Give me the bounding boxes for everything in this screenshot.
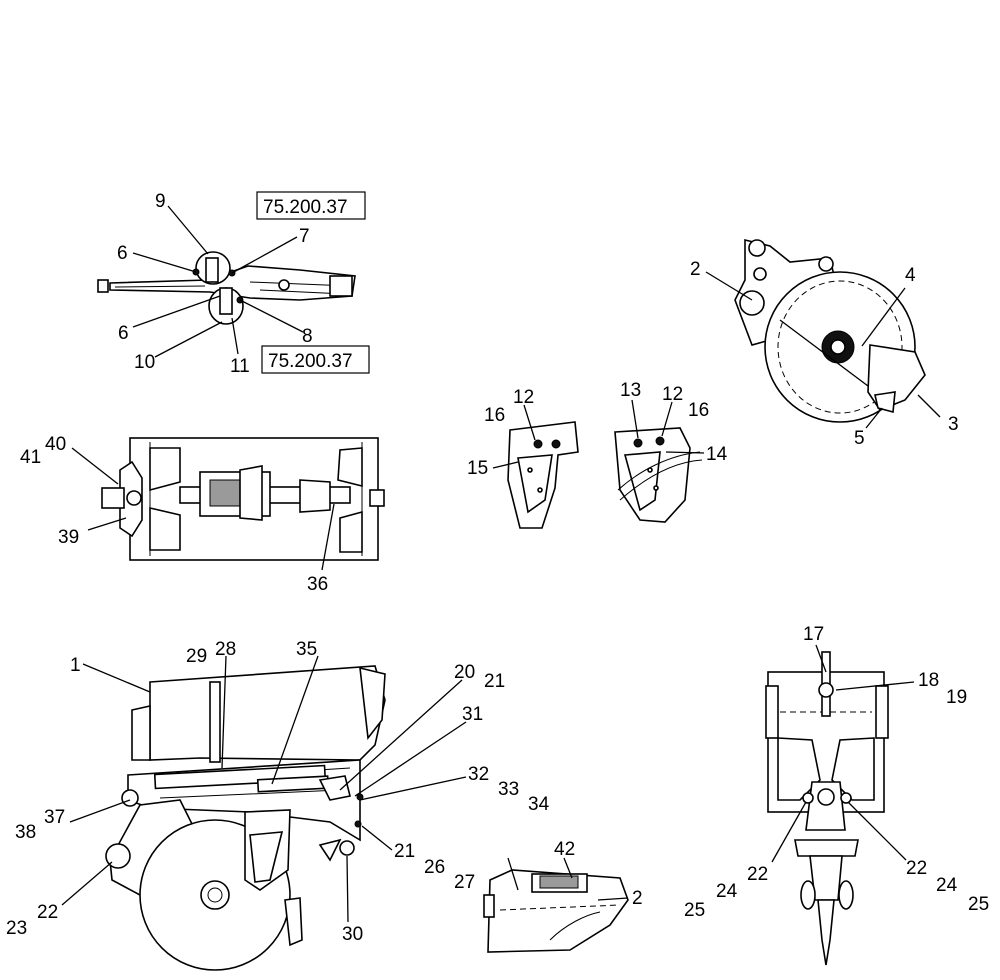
disc-wheel-assembly xyxy=(734,238,926,423)
callout-23: 23 xyxy=(6,918,27,939)
scraper-right xyxy=(614,427,703,523)
leader-lines-middle-left xyxy=(71,447,335,571)
callout-18: 18 xyxy=(918,670,939,691)
callout-33: 33 xyxy=(498,779,519,800)
reference-box-top xyxy=(256,191,366,220)
leader-lines-hopper xyxy=(563,857,629,901)
closing-arm-assembly xyxy=(97,251,356,325)
callout-10: 10 xyxy=(134,352,155,373)
callout-3: 3 xyxy=(948,414,959,435)
callout-11: 11 xyxy=(230,356,250,377)
callout-13: 13 xyxy=(620,380,641,401)
callout-38: 38 xyxy=(15,822,36,843)
callout-15: 15 xyxy=(467,458,488,479)
reference-box-bottom xyxy=(261,345,370,374)
callout-35: 35 xyxy=(296,639,317,660)
callout-16: 16 xyxy=(688,400,709,421)
callout-14: 14 xyxy=(706,444,728,465)
callout-32: 32 xyxy=(468,764,489,785)
leader-lines-top-right xyxy=(705,271,941,429)
callout-42: 42 xyxy=(554,839,575,860)
row-unit-side-view xyxy=(105,665,386,971)
callout-41: 41 xyxy=(20,447,41,468)
callout-40: 40 xyxy=(45,434,66,455)
callout-31: 31 xyxy=(462,704,483,725)
callout-9: 9 xyxy=(155,191,166,212)
callout-20: 20 xyxy=(454,662,475,683)
callout-12: 12 xyxy=(662,384,683,405)
callout-8: 8 xyxy=(302,326,313,347)
callout-5: 5 xyxy=(854,428,865,449)
row-unit-front-view xyxy=(765,651,889,966)
reference-number-bottom: 75.200.37 xyxy=(268,351,353,372)
callout-27: 27 xyxy=(454,872,475,893)
callout-7: 7 xyxy=(299,226,310,247)
callout-22: 22 xyxy=(37,902,58,923)
leader-lines-top-left xyxy=(132,205,304,358)
callout-labels: 9 6 7 6 8 10 11 2 4 3 5 41 40 39 36 12 1… xyxy=(6,191,989,945)
callout-36: 36 xyxy=(307,574,328,595)
callout-34: 34 xyxy=(528,794,550,815)
callout-24: 24 xyxy=(716,881,738,902)
callout-24: 24 xyxy=(936,875,958,896)
callout-37: 37 xyxy=(44,807,65,828)
callout-2: 2 xyxy=(632,888,643,909)
callout-17: 17 xyxy=(803,624,824,645)
callout-28: 28 xyxy=(215,639,236,660)
leader-lines-bottom-right xyxy=(771,644,915,863)
callout-29: 29 xyxy=(186,646,207,667)
hopper-assembly xyxy=(483,857,629,953)
frame-top-view xyxy=(101,437,385,561)
callout-30: 30 xyxy=(342,924,363,945)
leader-lines-scrapers xyxy=(492,399,705,469)
callout-12: 12 xyxy=(513,387,534,408)
callout-22: 22 xyxy=(747,864,768,885)
callout-22: 22 xyxy=(906,858,927,879)
callout-26: 26 xyxy=(424,857,445,878)
callout-25: 25 xyxy=(968,894,989,915)
callout-19: 19 xyxy=(946,687,967,708)
reference-number-top: 75.200.37 xyxy=(263,197,348,218)
callout-4: 4 xyxy=(905,265,916,286)
callout-2: 2 xyxy=(690,259,701,280)
callout-39: 39 xyxy=(58,527,79,548)
callout-16: 16 xyxy=(484,405,505,426)
callout-25: 25 xyxy=(684,900,705,921)
callout-1: 1 xyxy=(70,655,81,676)
callout-21: 21 xyxy=(484,671,505,692)
callout-6: 6 xyxy=(118,323,129,344)
callout-6: 6 xyxy=(117,243,128,264)
callout-21: 21 xyxy=(394,841,415,862)
scraper-left xyxy=(507,421,579,529)
leader-lines-bottom-left xyxy=(61,655,467,923)
